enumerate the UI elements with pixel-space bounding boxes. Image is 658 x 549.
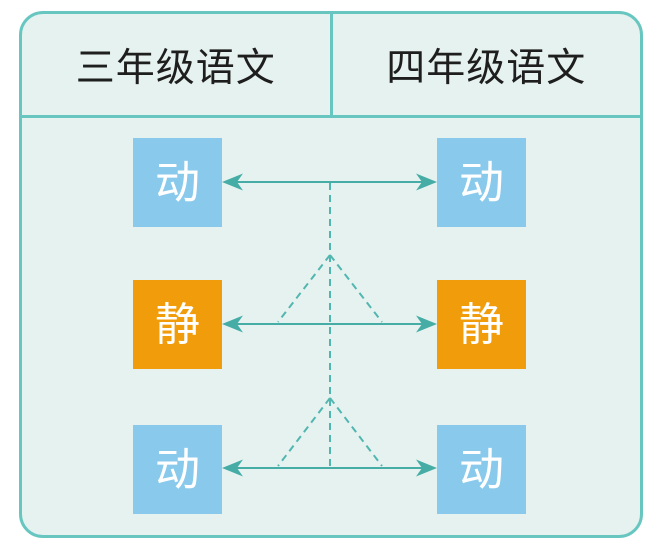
double-arrow-row2 (222, 315, 437, 333)
dashed-diagonal-lower-right (329, 397, 383, 467)
connector-layer (222, 173, 437, 477)
dashed-diagonal-upper-left (277, 254, 331, 323)
arrowhead-right-row1 (416, 173, 437, 191)
concept-box-row3-right: 动 (437, 425, 526, 514)
diagram-header: 三年级语文 四年级语文 (22, 14, 640, 118)
concept-box-row3-left: 动 (133, 425, 222, 514)
arrowhead-left-row1 (222, 173, 243, 191)
double-arrow-row3 (222, 459, 437, 477)
concept-box-row2-left: 静 (133, 280, 222, 369)
arrowhead-left-row3 (222, 459, 243, 477)
double-arrow-row1 (222, 173, 437, 191)
header-cell-grade3-chinese: 三年级语文 (22, 14, 333, 115)
arrowhead-right-row3 (416, 459, 437, 477)
concept-box-row1-left: 动 (133, 138, 222, 227)
arrowhead-left-row2 (222, 315, 243, 333)
concept-box-row2-right: 静 (437, 280, 526, 369)
comparison-diagram-panel: 三年级语文 四年级语文 动 动 静 静 动 动 (19, 11, 643, 538)
dashed-diagonal-upper-right (329, 254, 383, 323)
arrowhead-right-row2 (416, 315, 437, 333)
header-cell-grade4-chinese: 四年级语文 (386, 46, 587, 90)
concept-box-row1-right: 动 (437, 138, 526, 227)
dashed-diagonal-lower-left (277, 397, 331, 467)
